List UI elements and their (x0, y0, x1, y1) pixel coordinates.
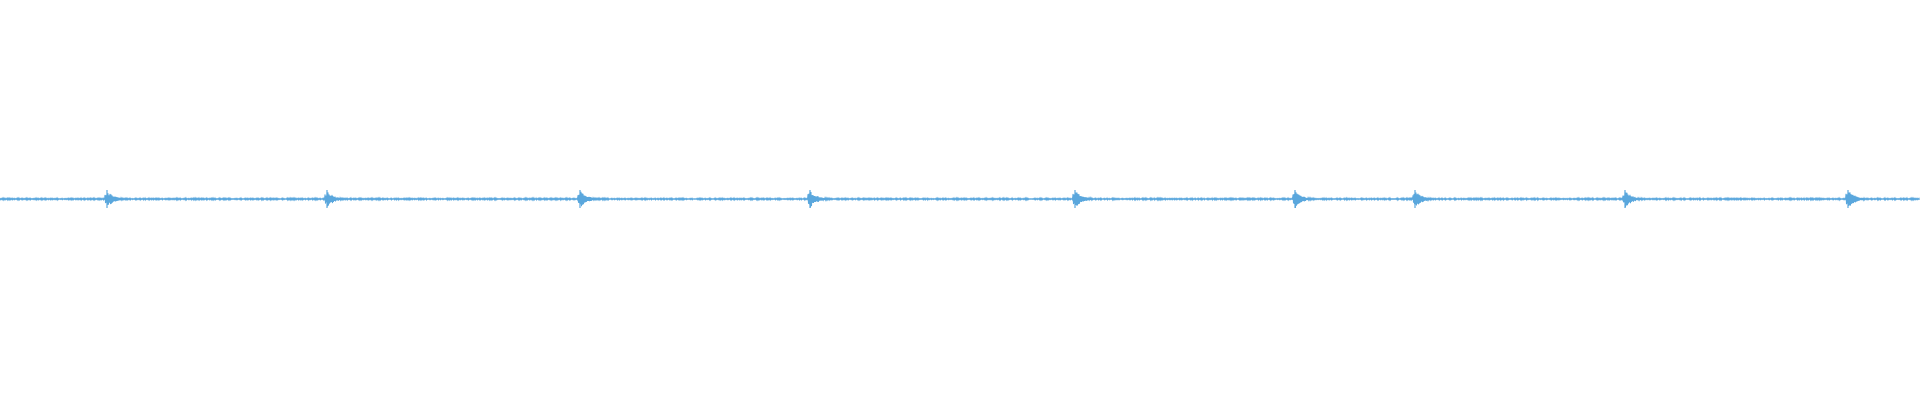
waveform-onsets (106, 190, 1849, 208)
waveform-trace (0, 190, 1920, 208)
